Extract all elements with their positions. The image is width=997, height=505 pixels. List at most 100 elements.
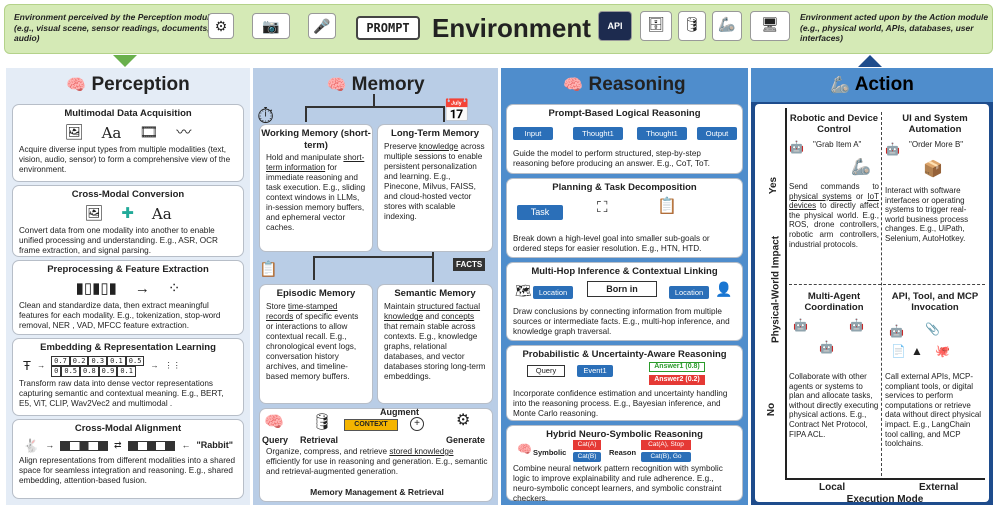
arrow-icon: ← [181,440,191,451]
card-title: Episodic Memory [276,288,356,299]
action-header: 🦾 Action [751,68,993,102]
location-box: Location [533,286,573,299]
reasoning-column: 🧠 Reasoning Prompt-Based Logical Reasoni… [501,68,748,505]
card-title: Cross-Modal Conversion [71,189,185,200]
vector-cell: 0.5 [125,355,145,367]
memory-column: 🧠 Memory ⏱ 📅 Working Memory (short-term)… [253,68,498,505]
task-box: Task [517,205,563,220]
video-icon: 🎞 [139,123,159,141]
robot-icon: 🤖 [789,140,804,154]
born-in-box: Born in [587,281,657,297]
text: and [423,311,442,321]
multi-agent-cell: Multi-Agent Coordination 🤖 🤖 🤖 Collabora… [789,288,879,476]
action-column: 🦾 Action Physical-World Impact Yes No Lo… [751,68,993,505]
card-title: Multi-Agent Coordination [804,291,864,314]
card-text: Convert data from one modality into anot… [19,225,218,255]
environment-perceived-text: Environment perceived by the Perception … [14,12,215,44]
text-underlined: IoT devices [789,191,880,211]
drive-icon: ▲ [911,344,923,358]
answer2-box: Answer2 (0.2) [649,375,705,385]
memory-management-card: 🧠 Query 🛢 Retrieval CONTEXT Augment + ⚙ … [259,407,493,502]
reasoning-title: Reasoning [588,74,686,95]
working-memory-card: Working Memory (short-term) Hold and man… [259,124,373,252]
card-title: Robotic and Device Control [789,113,879,136]
arrow-icon: → [36,361,46,371]
text: to directly affect the physical world. E… [789,201,879,249]
action-to-env-arrow [858,55,882,67]
probabilistic-card: Probabilistic & Uncertainty-Aware Reason… [506,345,743,421]
robot-arm-icon: 🦾 [712,11,742,41]
text: for immediate reasoning and task executi… [266,163,366,233]
prompt-reasoning-card: Prompt-Based Logical Reasoning Input Tho… [506,104,743,174]
text-icon: Aa [101,123,122,142]
cross-modal-conversion-card: Cross-Modal Conversion 🖼 ✚ Aa Convert da… [12,185,244,257]
card-text: Combine neural network pattern recogniti… [513,464,723,503]
text-underlined: short-term information [266,153,365,173]
x-local-label: Local [819,482,846,493]
multimodal-acquisition-card: Multimodal Data Acquisition 🖼 Aa 🎞 〰 Acq… [12,104,244,182]
text: efficiently for use in reasoning and gen… [266,457,488,476]
reason-label: Reason [609,448,637,457]
planning-card: Planning & Task Decomposition Task ⛶ 📋 B… [506,178,743,258]
retrieval-label: Retrieval [300,435,339,445]
hierarchy-icon: ⛶ [597,199,608,216]
robot-arm-icon: 🦾 [830,77,851,94]
rabbit-icon: 🐇 [23,437,40,453]
chain-output: Output [697,127,737,140]
cross-modal-alignment-card: Cross-Modal Alignment 🐇 → ⇄ ← "Rabbit" A… [12,419,244,499]
arrow-icon: → [134,279,150,297]
answer1-box: Answer1 (0.8) [649,362,705,372]
openai-icon: ⚙ [456,412,471,429]
card-title: Planning & Task Decomposition [552,182,697,193]
retrieval-db-icon: 🛢 [312,414,333,431]
card-title: Multi-Hop Inference & Contextual Linking [531,266,718,277]
x-external-label: External [919,482,959,493]
text-underlined: concepts [441,311,475,321]
action-quadrant-panel: Physical-World Impact Yes No Local Exter… [755,104,989,505]
speech-bubble: "Order More B" [909,140,964,149]
card-title: Working Memory (short-term) [261,128,371,151]
symbolic-label: Symbolic [533,448,567,457]
perception-header: 🧠 Perception [6,68,250,102]
text: Store [266,301,288,311]
vector-cell: 0 [51,366,62,377]
agent-icon: 🤖 [819,340,834,354]
augment-label: Augment [380,407,419,417]
vector-cell: 0.9 [98,366,118,377]
text-underlined: knowledge [419,141,459,151]
preprocessing-card: Preprocessing & Feature Extraction ▮▯▮▯▮… [12,260,244,335]
person-icon: 👤 [715,281,733,297]
server-icon: 🗄 [640,11,672,41]
api-icon: API [598,11,632,41]
y-yes-label: Yes [768,176,780,195]
vector-cell: 0.7 [51,355,70,367]
card-title: API, Tool, and MCP Invocation [891,291,979,314]
text: Send commands to [789,182,879,191]
text: across multiple sessions to enable persi… [384,141,485,221]
card-text: Clean and standardize data, then extract… [19,300,221,330]
card-title: UI and System Automation [902,113,968,136]
y-axis-label: Physical-World Impact [770,235,782,344]
brain-icon: 🧠 [563,77,584,94]
card-title: Prompt-Based Logical Reasoning [548,108,701,119]
card-text: Align representations from different mod… [19,456,236,486]
vector-cell: 0.2 [69,355,89,367]
result-b-box: Cat(B), Go [641,452,691,462]
plus-icon: + [410,417,424,431]
arrow-icon: → [45,440,55,451]
semantic-memory-card: Semantic Memory Maintain structured fact… [377,284,493,404]
stopwatch-icon: ⏱ [257,103,275,128]
docs-icon: 📄 [891,344,906,358]
generate-label: Generate [446,435,486,445]
checklist-icon: 📋 [657,198,677,215]
perception-column: 🧠 Perception Multimodal Data Acquisition… [6,68,250,505]
vector-cell: 0.1 [117,366,136,377]
arrow-icon: → [150,361,159,371]
speech-bubble: "Grab Item A" [813,140,862,149]
perception-title: Perception [91,74,190,95]
cat-b-box: Cat(B) [573,452,601,462]
chain-thought: Thought1 [573,127,623,140]
embedding-card: Embedding & Representation Learning Ŧ → … [12,338,244,416]
x-axis-label: Execution Mode [846,494,924,505]
